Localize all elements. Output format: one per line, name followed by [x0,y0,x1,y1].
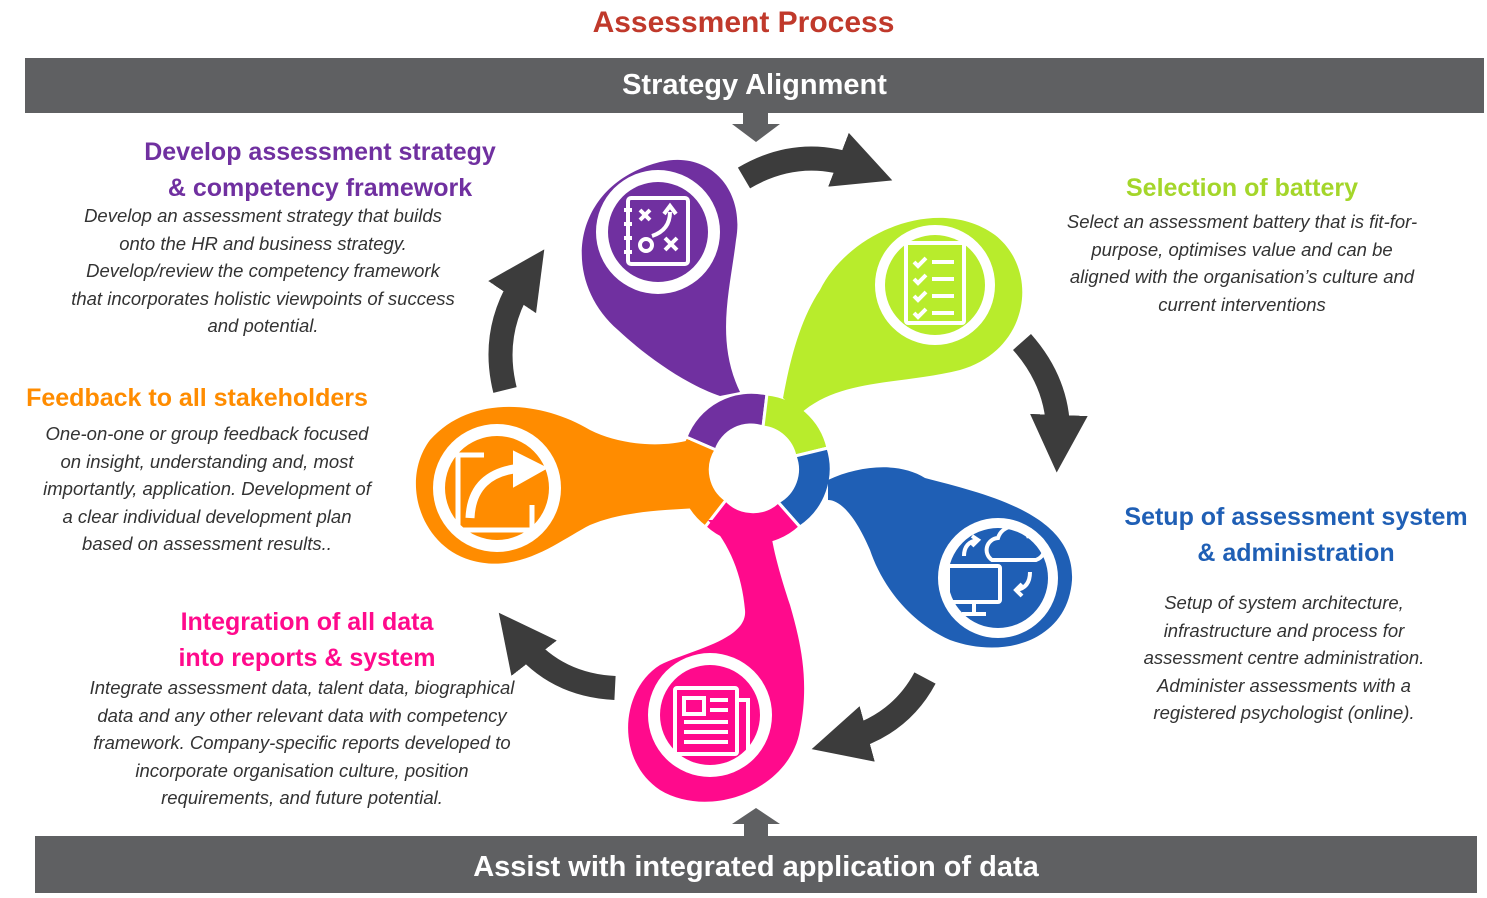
setup-heading: Setup of assessment system & administrat… [1124,503,1468,567]
selection-heading: Selection of battery [1126,174,1358,202]
setup-description: Setup of system architecture, infrastruc… [1143,592,1425,723]
report-document-icon [673,686,750,760]
integration-description: Integrate assessment data, talent data, … [89,677,515,808]
feedback-description: One-on-one or group feedback focused on … [43,423,371,554]
cycle-arrow-setup-to-integration [811,672,936,762]
checklist-icon [904,241,966,325]
cycle-arrow-feedback-to-develop [488,249,545,393]
page-title: Assessment Process [592,6,895,39]
develop-description: Develop an assessment strategy that buil… [71,205,455,336]
bottom-connector-arrow [732,808,780,836]
strategy-alignment-bar: Strategy Alignment [25,58,1484,113]
share-arrow-icon [455,450,549,533]
selection-description: Select an assessment battery that is fit… [1066,211,1418,315]
integration-heading: Integration of all data into reports & s… [178,608,436,672]
cycle-arrow-develop-to-selection [737,132,893,189]
integrated-application-bar: Assist with integrated application of da… [35,836,1477,893]
develop-heading: Develop assessment strategy & competency… [144,138,496,202]
cycle-arrow-integration-to-feedback [498,612,616,700]
strategy-board-icon [624,196,690,266]
feedback-heading: Feedback to all stakeholders [26,384,368,412]
cloud-computer-sync-icon [946,524,1047,616]
cycle-arrow-selection-to-setup [1012,334,1088,473]
top-connector-arrow [732,113,780,142]
